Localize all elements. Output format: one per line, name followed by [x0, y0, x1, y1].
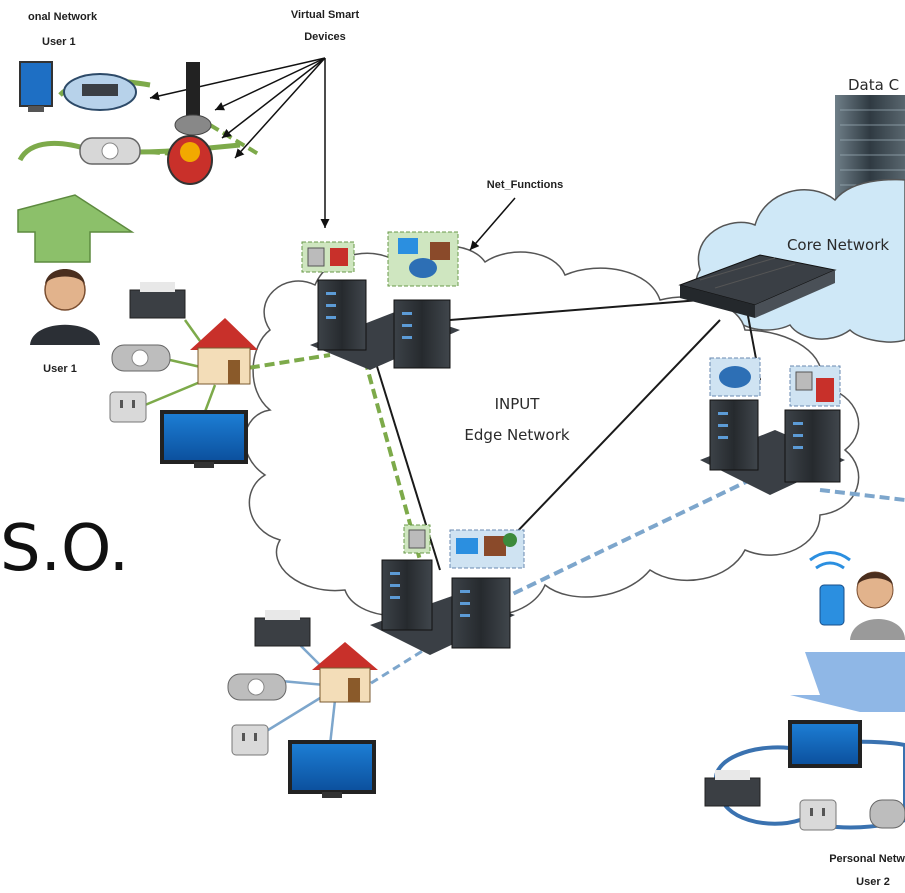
phone-wifi-icon — [809, 551, 851, 626]
antenna-icon — [174, 62, 212, 136]
core-network-label: Core Network — [787, 236, 889, 254]
virtual-device-arrows — [149, 57, 516, 251]
up-arrow-icon — [17, 194, 135, 263]
personal-network-user1-label: onal Network — [28, 11, 98, 23]
server-rack-icon — [700, 399, 845, 495]
thermostat-icon — [869, 799, 905, 829]
smart-tv-icon — [160, 410, 248, 468]
overlay-text: S.O. — [0, 512, 130, 586]
smart-device-icon — [167, 135, 213, 185]
edge-network-label: Edge Network — [464, 426, 569, 444]
virtual-function-box — [301, 231, 459, 287]
smart-tv-icon — [288, 740, 376, 798]
printer-icon — [704, 770, 761, 807]
user-avatar-icon — [30, 269, 100, 345]
personal-network-user2-sublabel: User 2 — [856, 876, 890, 888]
house-icon — [190, 318, 258, 385]
printer-icon — [254, 610, 311, 647]
data-center-label: Data C — [848, 76, 899, 94]
outlet-icon — [799, 799, 837, 831]
house-icon — [312, 642, 378, 703]
virtual-smart-devices-label: Virtual Smart — [291, 9, 360, 21]
router-icon — [63, 73, 137, 111]
outlet-icon — [109, 391, 147, 423]
monitor-icon — [19, 61, 53, 112]
virtual-function-box — [403, 524, 525, 569]
switch-icon — [678, 254, 837, 318]
user1-label: User 1 — [43, 363, 77, 375]
net-functions-label: Net_Functions — [487, 179, 563, 191]
smart-tv-icon — [788, 720, 862, 768]
virtual-smart-devices-sublabel: Devices — [304, 31, 346, 43]
down-arrow-icon — [790, 652, 905, 712]
input-label: INPUT — [495, 395, 541, 413]
server-rack-icon — [310, 279, 460, 370]
server-rack-icon — [370, 559, 515, 655]
thermostat-icon — [79, 137, 141, 165]
personal-network-user1-sublabel: User 1 — [42, 36, 76, 48]
thermostat-icon — [227, 673, 287, 701]
outlet-icon — [231, 724, 269, 756]
virtual-function-box — [709, 357, 841, 407]
user-avatar-icon — [850, 571, 905, 640]
printer-icon — [129, 282, 186, 319]
thermostat-icon — [111, 344, 171, 372]
personal-network-user2-label: Personal Netw — [829, 853, 905, 865]
